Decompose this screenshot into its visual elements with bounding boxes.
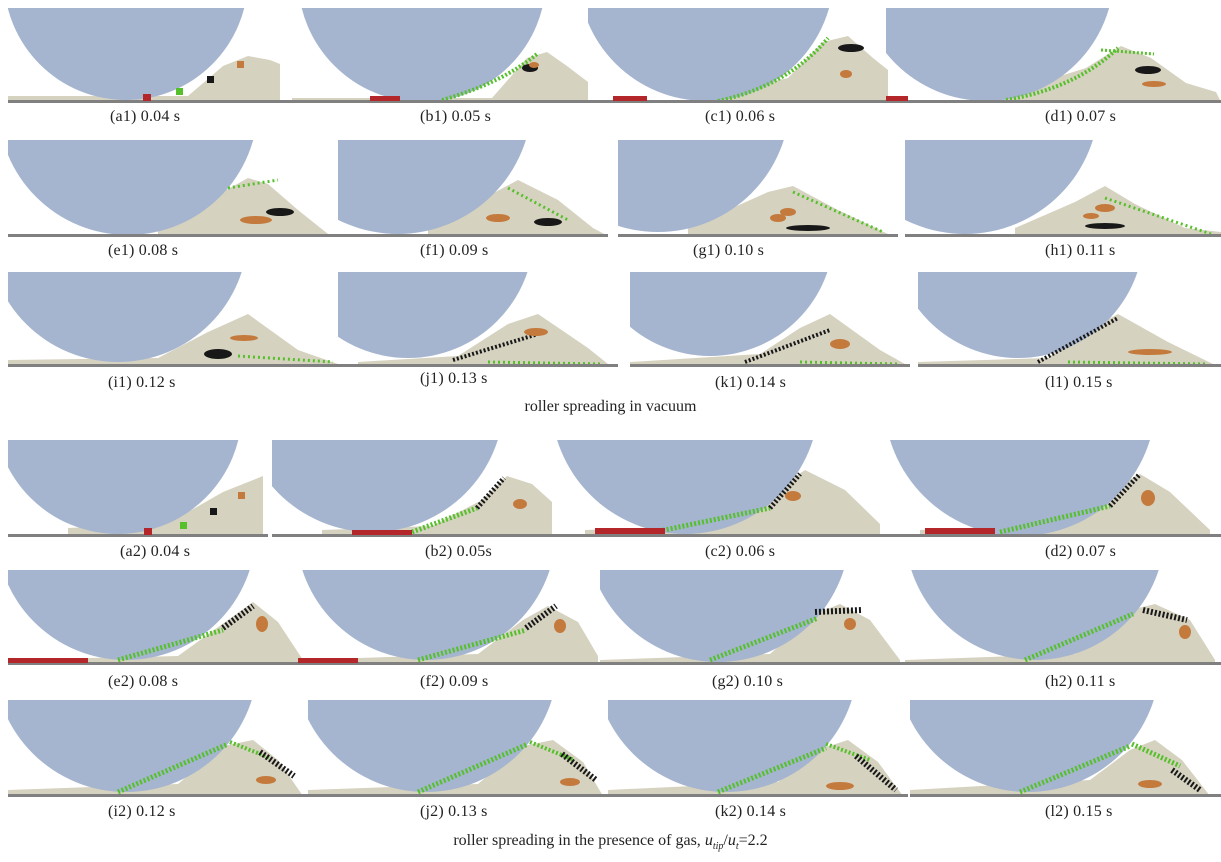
panel-k2-label: (k2) 0.14 s bbox=[715, 803, 787, 820]
panel-l1-image bbox=[918, 272, 1221, 368]
panel-k1-image bbox=[630, 272, 910, 368]
panel-l2-image bbox=[910, 700, 1221, 798]
panel-l2-label: (l2) 0.15 s bbox=[1045, 803, 1113, 820]
panel-c1-image bbox=[588, 8, 888, 104]
panel-i2-image bbox=[8, 700, 308, 798]
panel-e1-image bbox=[8, 140, 338, 238]
gas-caption: roller spreading in the presence of gas,… bbox=[0, 832, 1221, 852]
panel-g1-label: (g1) 0.10 s bbox=[693, 242, 765, 259]
panel-g2-image bbox=[600, 570, 905, 666]
panel-l1-label: (l1) 0.15 s bbox=[1045, 374, 1113, 391]
panel-j2-image bbox=[308, 700, 608, 798]
panel-h1-label: (h1) 0.11 s bbox=[1045, 242, 1116, 259]
panel-a2-image bbox=[8, 440, 268, 538]
panel-b2-image bbox=[272, 440, 562, 538]
panel-g2-label: (g2) 0.10 s bbox=[712, 673, 784, 690]
panel-a1-image bbox=[8, 8, 293, 104]
gas-caption-t: t bbox=[735, 841, 739, 853]
gas-caption-value: =2.2 bbox=[738, 832, 768, 849]
gas-caption-u: u bbox=[704, 832, 713, 849]
panel-c1-label: (c1) 0.06 s bbox=[705, 108, 776, 125]
panel-d2-label: (d2) 0.07 s bbox=[1045, 543, 1117, 560]
panel-d1-image bbox=[886, 8, 1221, 104]
gas-caption-slash: / bbox=[723, 832, 728, 849]
panel-b1-image bbox=[292, 8, 588, 104]
panel-b2-label: (b2) 0.05s bbox=[425, 543, 492, 560]
panel-a1-label: (a1) 0.04 s bbox=[110, 108, 181, 125]
panel-h2-image bbox=[905, 570, 1221, 666]
panel-j2-label: (j2) 0.13 s bbox=[420, 803, 488, 820]
panel-h1-image bbox=[905, 140, 1221, 238]
gas-caption-tip: tip bbox=[712, 841, 724, 853]
gas-caption-prefix: roller spreading in the presence of gas, bbox=[453, 832, 705, 849]
panel-e1-label: (e1) 0.08 s bbox=[108, 242, 179, 259]
panel-f1-label: (f1) 0.09 s bbox=[420, 242, 489, 259]
panel-i1-label: (i1) 0.12 s bbox=[108, 374, 176, 391]
panel-c2-label: (c2) 0.06 s bbox=[705, 543, 776, 560]
panel-d2-image bbox=[870, 440, 1221, 538]
panel-a2-label: (a2) 0.04 s bbox=[120, 543, 191, 560]
vacuum-caption: roller spreading in vacuum bbox=[524, 398, 697, 415]
panel-k2-image bbox=[608, 700, 908, 798]
panel-h2-label: (h2) 0.11 s bbox=[1045, 673, 1116, 690]
panel-d1-label: (d1) 0.07 s bbox=[1045, 108, 1117, 125]
panel-j1-label: (j1) 0.13 s bbox=[420, 370, 488, 387]
panel-e2-image bbox=[8, 570, 308, 666]
panel-e2-label: (e2) 0.08 s bbox=[108, 673, 179, 690]
panel-f1-image bbox=[338, 140, 608, 238]
panel-c2-image bbox=[555, 440, 885, 538]
panel-b1-label: (b1) 0.05 s bbox=[420, 108, 492, 125]
panel-i2-label: (i2) 0.12 s bbox=[108, 803, 176, 820]
panel-f2-label: (f2) 0.09 s bbox=[420, 673, 489, 690]
panel-g1-image bbox=[618, 140, 898, 238]
panel-f2-image bbox=[298, 570, 608, 666]
gas-caption-u2: u bbox=[727, 832, 736, 849]
panel-k1-label: (k1) 0.14 s bbox=[715, 374, 787, 391]
panel-j1-image bbox=[338, 272, 618, 368]
panel-i1-image bbox=[8, 272, 338, 368]
